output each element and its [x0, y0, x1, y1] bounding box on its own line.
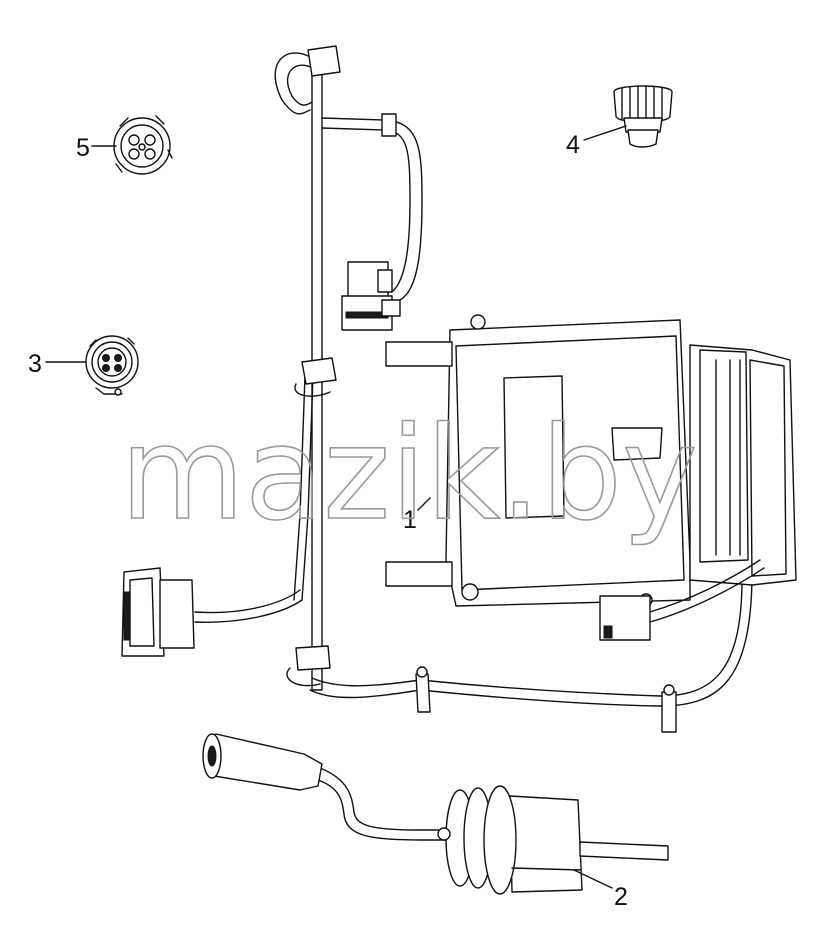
watermark-text: mazik.by	[120, 400, 698, 549]
callout-label-3: 3	[28, 350, 42, 378]
part-4-connector-cap	[613, 85, 673, 148]
part-5-round-connector	[113, 115, 173, 175]
part-3-round-connector	[85, 335, 139, 396]
part-2-sensor	[202, 733, 669, 895]
leader-lines	[45, 125, 627, 889]
harness-connector-top	[341, 261, 401, 331]
callout-label-4: 4	[566, 131, 580, 159]
callout-label-5: 5	[76, 134, 90, 162]
harness-connector-left	[121, 567, 195, 657]
callout-label-1: 1	[403, 506, 417, 534]
control-unit-housing	[385, 314, 797, 641]
callout-label-2: 2	[614, 883, 628, 911]
part-1-control-unit-harness	[121, 45, 797, 733]
